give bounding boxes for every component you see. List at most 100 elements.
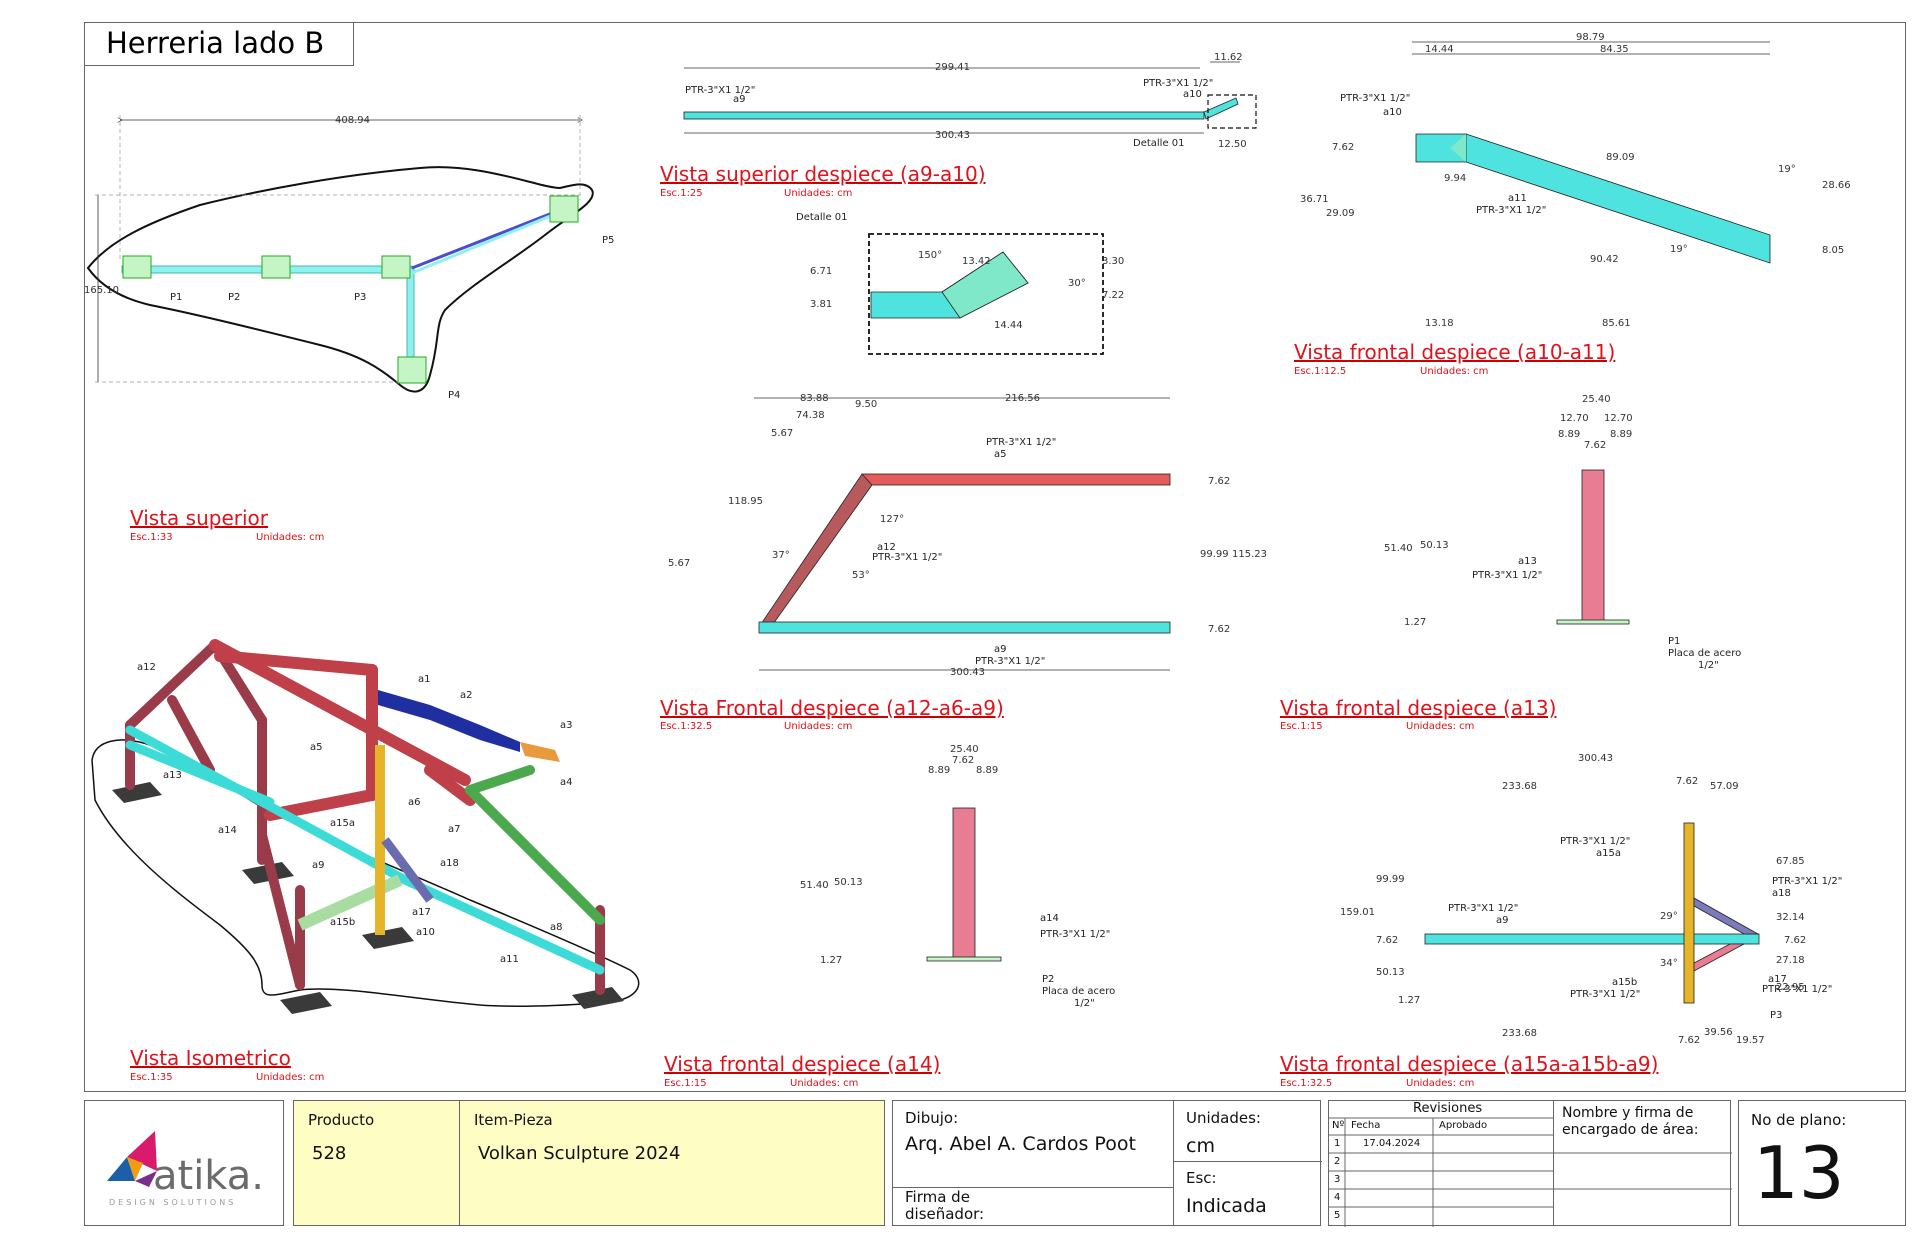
- fa12-d8: 7.62: [1208, 476, 1230, 487]
- fa15-tag-a15a: PTR-3"X1 1/2": [1560, 836, 1630, 847]
- fa15-d4: 57.09: [1710, 781, 1739, 792]
- detail-angle2: 30°: [1068, 278, 1086, 289]
- iso-label-a9: a9: [312, 860, 325, 871]
- fa10-d7: 29.09: [1326, 208, 1355, 219]
- fa15-d1: 300.43: [1578, 753, 1613, 764]
- fa12-d9: 99.99: [1200, 549, 1229, 560]
- view-units-frontal-a13: Unidades: cm: [1406, 721, 1475, 732]
- fa13-plate1: Placa de acero: [1668, 648, 1741, 659]
- producto-label: Producto: [308, 1111, 375, 1129]
- fa13-p: P1: [1668, 636, 1680, 647]
- view-title-frontal-a13: Vista frontal despiece (a13): [1280, 696, 1557, 720]
- plano-box: No de plano: 13: [1738, 1100, 1906, 1226]
- fa15-a15a: a15a: [1596, 848, 1621, 859]
- iso-label-a17: a17: [412, 907, 431, 918]
- fa15-d18: 19.57: [1736, 1035, 1765, 1046]
- iso-label-a2: a2: [460, 690, 473, 701]
- iso-label-a3: a3: [560, 720, 573, 731]
- revisiones-title: Revisiones: [1413, 1101, 1483, 1116]
- fa14-d1: 25.40: [950, 744, 979, 755]
- plano-label: No de plano:: [1751, 1111, 1847, 1129]
- view-title-frontal-a10: Vista frontal despiece (a10-a11): [1294, 340, 1616, 364]
- fa12-d1: 83.88: [800, 393, 829, 404]
- nombre-box: Nombre y firma de encargado de área:: [1553, 1100, 1732, 1226]
- rev-header-aprobado: Aprobado: [1439, 1120, 1488, 1131]
- dt-a10: a10: [1183, 89, 1202, 100]
- unidades-label: Unidades:: [1186, 1109, 1261, 1127]
- unidades-divider: [1174, 1161, 1322, 1162]
- esc-value: Indicada: [1186, 1195, 1267, 1217]
- view-scale-frontal-a15: Esc.1:32.5: [1280, 1078, 1333, 1089]
- detail-title: Detalle 01: [796, 212, 848, 223]
- fa15-d7: 7.62: [1376, 935, 1398, 946]
- fa15-d15: 233.68: [1502, 1028, 1537, 1039]
- fa10-d4: 7.62: [1332, 142, 1354, 153]
- frontal-a10-view: 98.79 14.44 84.35 7.62 89.09 36.71 29.09…: [1300, 32, 1851, 329]
- fa12-d2: 9.50: [855, 399, 877, 410]
- dibujo-divider: [893, 1187, 1175, 1188]
- iso-label-a12: a12: [137, 662, 156, 673]
- producto-value: 528: [312, 1143, 347, 1164]
- iso-label-a11: a11: [500, 954, 519, 965]
- plate-label-p3: P3: [354, 292, 366, 303]
- fa12-tag-a12: PTR-3"X1 1/2": [872, 552, 942, 563]
- fa15-d16: 7.62: [1678, 1035, 1700, 1046]
- detail-d5: 3.30: [1102, 256, 1124, 267]
- rev-header-fecha: Fecha: [1351, 1120, 1381, 1131]
- detail-d2: 6.71: [810, 266, 832, 277]
- detail-d6: 7.22: [1102, 290, 1124, 301]
- fa10-d9: 28.66: [1822, 180, 1851, 191]
- fa14-tag: PTR-3"X1 1/2": [1040, 929, 1110, 940]
- fa15-d13: 27.18: [1776, 955, 1805, 966]
- dt-d4: 12.50: [1218, 139, 1247, 150]
- fa14-d2: 7.62: [952, 755, 974, 766]
- fa12-a5: a5: [994, 449, 1007, 460]
- logo-text: atika.: [153, 1153, 264, 1199]
- fa13-plate2: 1/2": [1698, 660, 1719, 671]
- fa10-a2: 19°: [1670, 244, 1688, 255]
- atika-logo: atika. DESIGN SOLUTIONS: [107, 1131, 264, 1207]
- fa10-d10: 8.05: [1822, 245, 1844, 256]
- iso-label-a14: a14: [218, 825, 237, 836]
- fa15-a15b: a15b: [1612, 977, 1637, 988]
- fa14-plate1: Placa de acero: [1042, 986, 1115, 997]
- producto-box: Producto 528: [293, 1100, 460, 1226]
- fa15-ang1: 29°: [1660, 911, 1678, 922]
- fa10-tag2: PTR-3"X1 1/2": [1476, 205, 1546, 216]
- fa10-d12: 85.61: [1602, 318, 1631, 329]
- view-title-superior-despiece: Vista superior despiece (a9-a10): [660, 162, 986, 186]
- unidades-box: Unidades: cm Esc: Indicada: [1173, 1100, 1322, 1226]
- dt-d3: 300.43: [935, 130, 970, 141]
- view-title-frontal-a14: Vista frontal despiece (a14): [664, 1052, 941, 1076]
- view-units-frontal-a10: Unidades: cm: [1420, 366, 1489, 377]
- logo-subtext: DESIGN SOLUTIONS: [109, 1198, 236, 1207]
- fa15-d8: 50.13: [1376, 967, 1405, 978]
- detail-d3: 3.81: [810, 299, 832, 310]
- view-scale-frontal-a13: Esc.1:15: [1280, 721, 1323, 732]
- fa10-tag1: PTR-3"X1 1/2": [1340, 93, 1410, 104]
- view-scale-isometrico: Esc.1:35: [130, 1072, 173, 1083]
- fa12-d3: 216.56: [1005, 393, 1040, 404]
- iso-label-a1: a1: [418, 674, 431, 685]
- fa12-a12: a12: [877, 542, 896, 553]
- frontal-a12-view: 83.88 9.50 216.56 74.38 5.67 118.95 5.67…: [668, 393, 1267, 678]
- fa15-a18: a18: [1772, 888, 1791, 899]
- fa13-d9: 1.27: [1404, 617, 1426, 628]
- fa14-p: P2: [1042, 974, 1054, 985]
- view-scale-superior-despiece: Esc.1:25: [660, 188, 703, 199]
- plan-dim-width: 408.94: [335, 115, 370, 126]
- iso-label-a5: a5: [310, 742, 323, 753]
- view-scale-frontal-a10: Esc.1:12.5: [1294, 366, 1347, 377]
- unidades-value: cm: [1186, 1135, 1215, 1157]
- rev-row-4-no: 4: [1334, 1192, 1341, 1203]
- fa10-d11: 13.18: [1425, 318, 1454, 329]
- frontal-a15-view: 300.43 233.68 7.62 57.09 99.99 159.01 7.…: [1340, 753, 1842, 1046]
- fa12-ang1: 127°: [880, 514, 904, 525]
- fa10-a3: 9.94: [1444, 173, 1466, 184]
- logo-box: atika. DESIGN SOLUTIONS: [84, 1100, 284, 1226]
- item-value: Volkan Sculpture 2024: [478, 1143, 681, 1164]
- fa12-ang2: 37°: [772, 550, 790, 561]
- fa14-d4: 8.89: [976, 765, 998, 776]
- view-title-superior: Vista superior: [130, 506, 269, 530]
